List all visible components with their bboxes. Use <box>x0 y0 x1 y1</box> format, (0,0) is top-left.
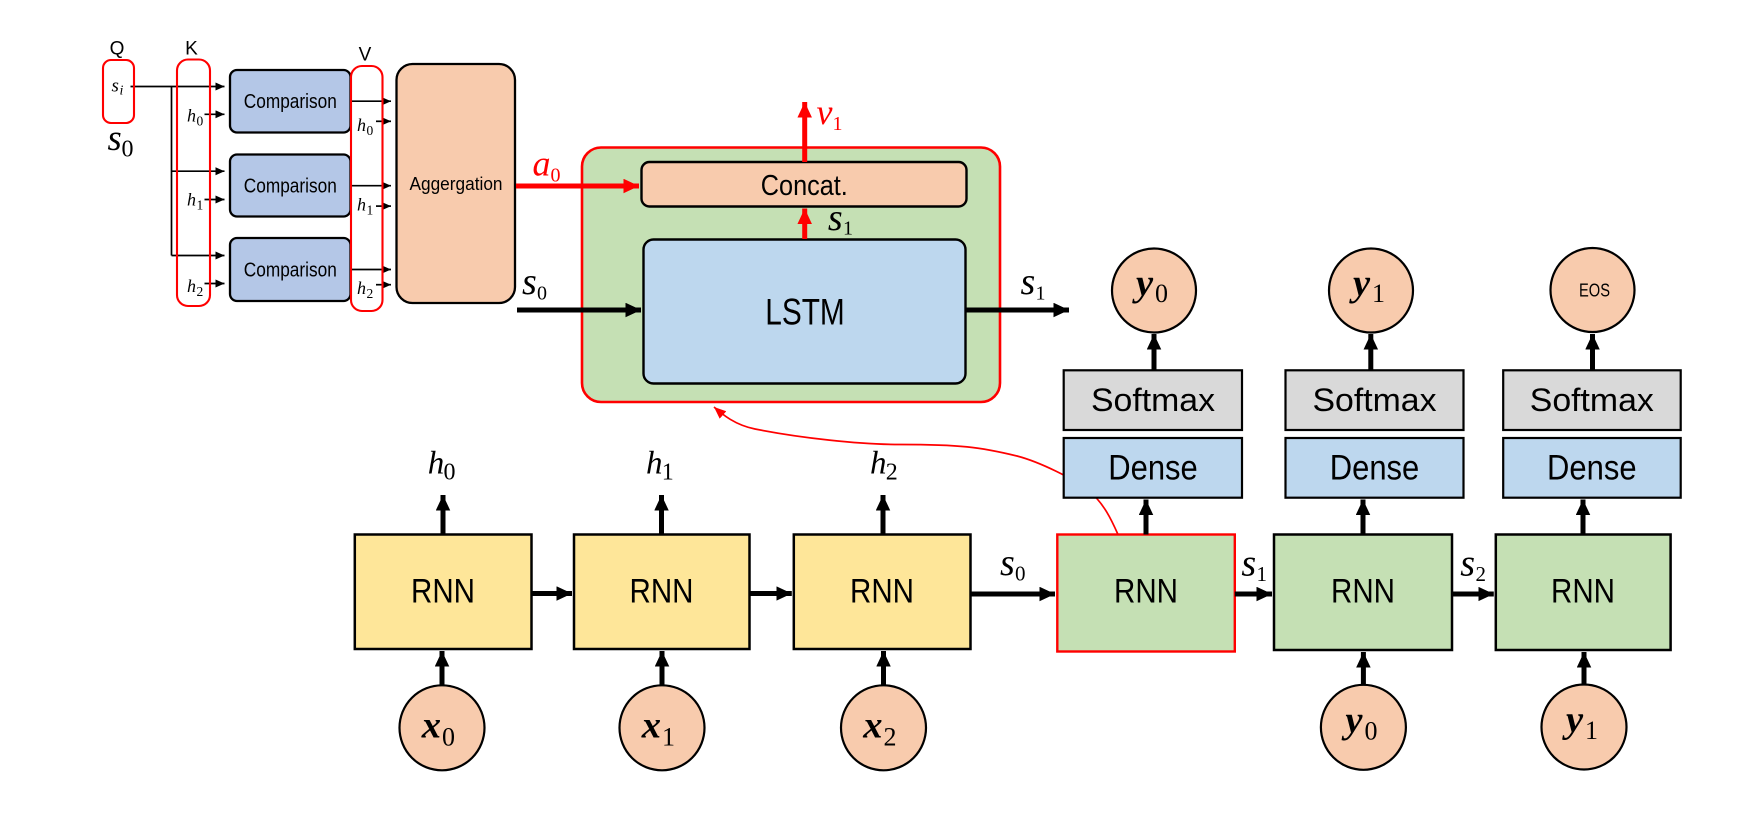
svg-text:x: x <box>421 705 441 747</box>
svg-text:y: y <box>1349 263 1371 305</box>
svg-text:RNN: RNN <box>1551 573 1615 611</box>
svg-text:s: s <box>1241 543 1256 585</box>
svg-text:i: i <box>120 84 124 99</box>
svg-text:Comparison: Comparison <box>244 91 337 113</box>
svg-text:Concat.: Concat. <box>761 170 848 202</box>
svg-text:0: 0 <box>1365 717 1378 746</box>
svg-text:Q: Q <box>110 38 125 59</box>
svg-text:Dense: Dense <box>1547 449 1637 488</box>
svg-text:h: h <box>187 106 196 126</box>
svg-text:h: h <box>187 190 196 210</box>
svg-text:0: 0 <box>442 723 455 752</box>
svg-text:RNN: RNN <box>1114 573 1178 611</box>
svg-text:RNN: RNN <box>411 573 475 611</box>
svg-text:1: 1 <box>1036 283 1046 305</box>
svg-text:Softmax: Softmax <box>1091 381 1215 418</box>
svg-text:Dense: Dense <box>1330 449 1420 488</box>
svg-text:s: s <box>108 117 122 158</box>
svg-text:LSTM: LSTM <box>765 292 845 333</box>
svg-text:V: V <box>359 45 372 66</box>
svg-text:h: h <box>187 276 196 296</box>
svg-text:s: s <box>828 197 843 239</box>
svg-text:Comparison: Comparison <box>244 260 337 282</box>
svg-text:x: x <box>862 705 882 747</box>
svg-text:0: 0 <box>122 137 134 163</box>
svg-text:y: y <box>1562 699 1584 741</box>
svg-text:Aggergation: Aggergation <box>410 174 503 194</box>
svg-text:1: 1 <box>662 460 674 486</box>
svg-text:RNN: RNN <box>630 573 694 611</box>
svg-text:0: 0 <box>197 114 204 129</box>
svg-text:a: a <box>533 144 551 184</box>
svg-text:s: s <box>1021 261 1036 303</box>
svg-text:h: h <box>870 446 887 482</box>
svg-text:1: 1 <box>1257 562 1268 586</box>
svg-text:EOS: EOS <box>1579 280 1610 300</box>
svg-text:0: 0 <box>367 123 374 138</box>
svg-text:v: v <box>817 92 833 132</box>
svg-text:1: 1 <box>367 203 374 218</box>
svg-text:1: 1 <box>662 723 675 752</box>
svg-text:RNN: RNN <box>1331 573 1395 611</box>
svg-text:h: h <box>428 446 445 482</box>
svg-text:1: 1 <box>843 218 853 240</box>
svg-text:h: h <box>357 278 366 298</box>
svg-text:Softmax: Softmax <box>1313 381 1437 418</box>
svg-text:2: 2 <box>367 286 374 301</box>
svg-text:1: 1 <box>1585 716 1598 745</box>
svg-text:s: s <box>1460 543 1475 585</box>
svg-text:y: y <box>1341 699 1363 741</box>
svg-text:h: h <box>646 446 663 482</box>
svg-text:Comparison: Comparison <box>244 176 337 198</box>
svg-text:x: x <box>641 705 661 747</box>
svg-text:1: 1 <box>833 113 843 135</box>
svg-text:2: 2 <box>1476 562 1487 586</box>
svg-text:0: 0 <box>551 165 561 187</box>
svg-text:s: s <box>522 261 537 303</box>
svg-text:0: 0 <box>1155 279 1168 308</box>
svg-text:h: h <box>357 115 366 135</box>
svg-text:0: 0 <box>444 460 456 486</box>
svg-text:Dense: Dense <box>1108 449 1198 488</box>
svg-text:s: s <box>112 76 119 97</box>
svg-text:2: 2 <box>886 460 898 486</box>
svg-text:h: h <box>357 195 366 215</box>
svg-text:1: 1 <box>1372 279 1385 308</box>
svg-text:0: 0 <box>537 283 547 305</box>
svg-text:0: 0 <box>1015 562 1026 586</box>
svg-text:RNN: RNN <box>850 573 914 611</box>
svg-text:1: 1 <box>197 198 204 213</box>
svg-text:2: 2 <box>884 723 897 752</box>
svg-text:y: y <box>1132 263 1154 305</box>
svg-text:K: K <box>185 38 198 59</box>
svg-text:s: s <box>1000 542 1015 584</box>
svg-text:2: 2 <box>197 284 204 299</box>
svg-text:Softmax: Softmax <box>1530 381 1654 418</box>
